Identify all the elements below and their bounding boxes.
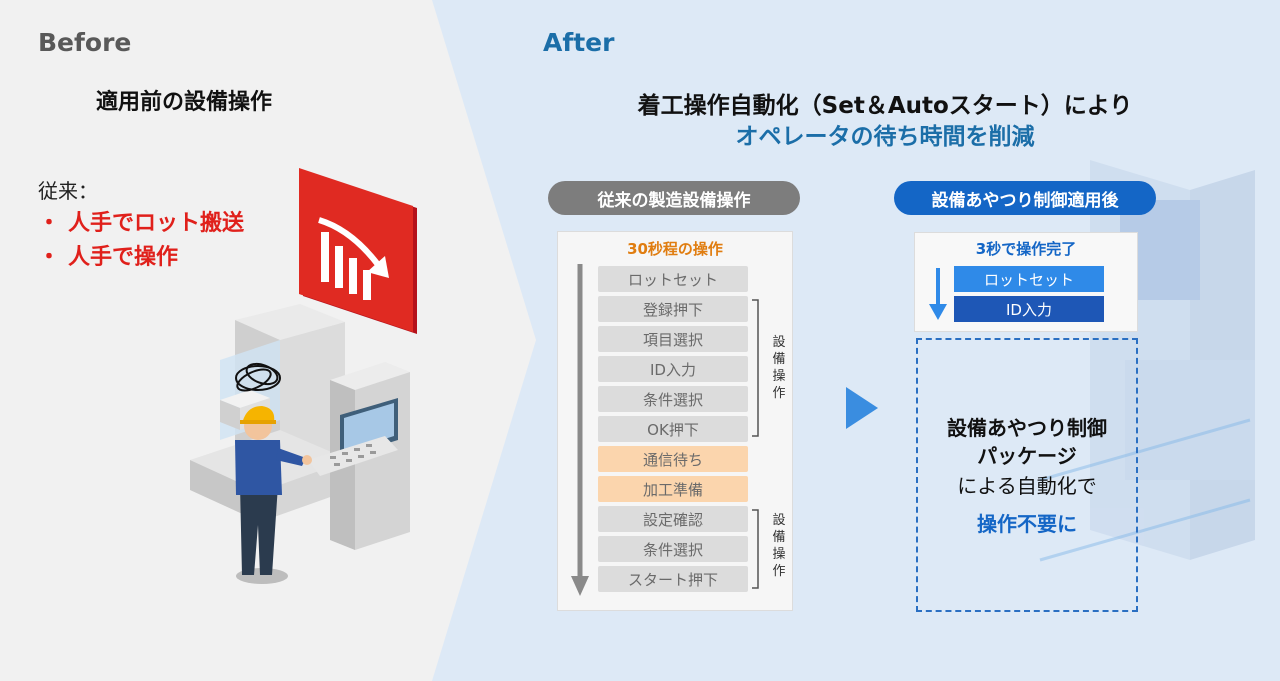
next-arrow-icon [846,387,878,429]
conventional-panel-title: 30秒程の操作 [627,240,723,258]
improved-panel-title: 3秒で操作完了 [975,240,1077,258]
conventional-step: ID入力 [598,356,748,382]
before-intro: 従来： [38,179,98,203]
before-title: Before [38,28,132,57]
machine-operator-illustration [190,304,410,584]
package-line-2: パッケージ [977,444,1077,468]
conventional-step: 登録押下 [598,296,748,322]
conventional-step: 項目選択 [598,326,748,352]
equipment-operation-label: 設備操作 [772,513,786,579]
package-line-1: 設備あやつり制御 [947,416,1107,440]
conventional-step: 設定確認 [598,506,748,532]
conventional-step-wait: 加工準備 [598,476,748,502]
package-result: 操作不要に [977,512,1077,536]
bullet-mark: ・ [38,245,61,270]
bullet-manual-operation: ・人手で操作 [38,239,178,271]
down-arrow-icon [929,268,947,320]
conventional-step: スタート押下 [598,566,748,592]
bullet-manual-transport: ・人手でロット搬送 [38,205,244,237]
group-brackets [752,299,759,589]
bullet-text: 人手でロット搬送 [68,211,245,236]
bullet-text: 人手で操作 [68,245,179,270]
conventional-step: OK押下 [598,416,748,442]
package-box [916,338,1138,612]
timeline-arrow-icon [571,264,589,596]
package-line-3: による自動化で [957,474,1097,498]
decline-chart-icon [299,168,417,334]
after-title: After [543,28,615,57]
bullet-mark: ・ [38,211,61,236]
improved-step: ID入力 [954,296,1104,322]
conventional-step: 条件選択 [598,536,748,562]
conventional-step: ロットセット [598,266,748,292]
equipment-operation-label: 設備操作 [772,335,786,401]
conventional-label: 従来の製造設備操作 [548,181,800,215]
improved-step: ロットセット [954,266,1104,292]
before-subtitle: 適用前の設備操作 [96,90,273,115]
after-headline-emphasis: オペレータの待ち時間を削減 [735,124,1035,150]
conventional-step-wait: 通信待ち [598,446,748,472]
conventional-step: 条件選択 [598,386,748,412]
improved-label: 設備あやつり制御適用後 [894,181,1156,215]
after-headline: 着工操作自動化（Set＆Autoスタート）により [637,93,1133,119]
